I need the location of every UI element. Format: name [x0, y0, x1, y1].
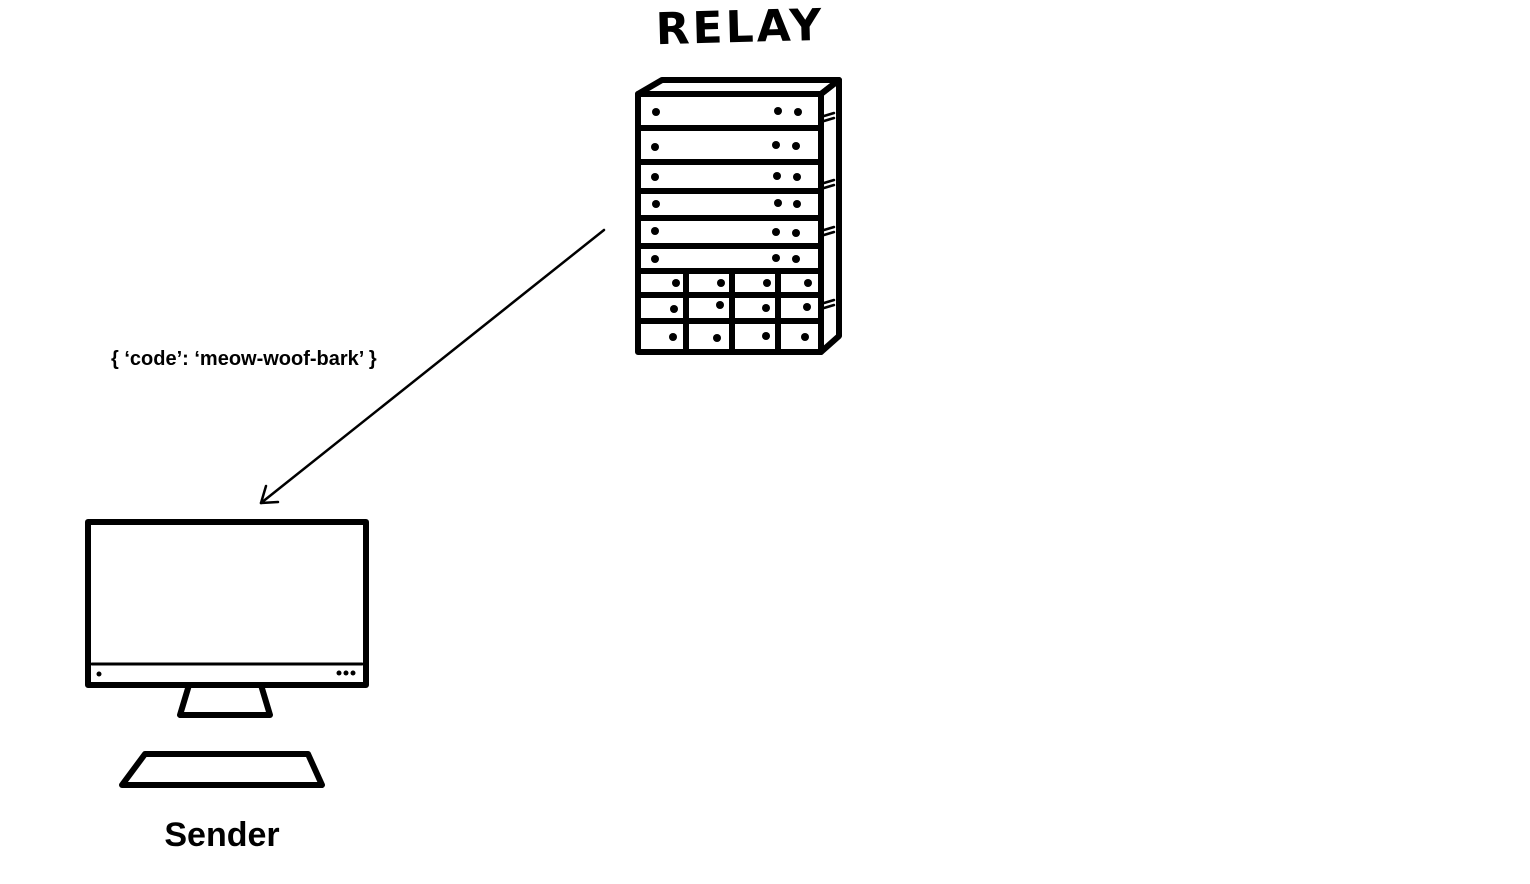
desktop-computer-icon [85, 519, 369, 788]
message-payload-label: { ‘code’: ‘meow-woof-bark’ } [111, 348, 377, 370]
message-arrow [259, 228, 606, 505]
sender-label: Sender [164, 816, 280, 854]
server-indicator-lights [651, 107, 812, 342]
monitor-indicator-lights [96, 670, 356, 677]
relay-label: RELAY [655, 0, 825, 56]
server-rack-icon [635, 77, 842, 355]
